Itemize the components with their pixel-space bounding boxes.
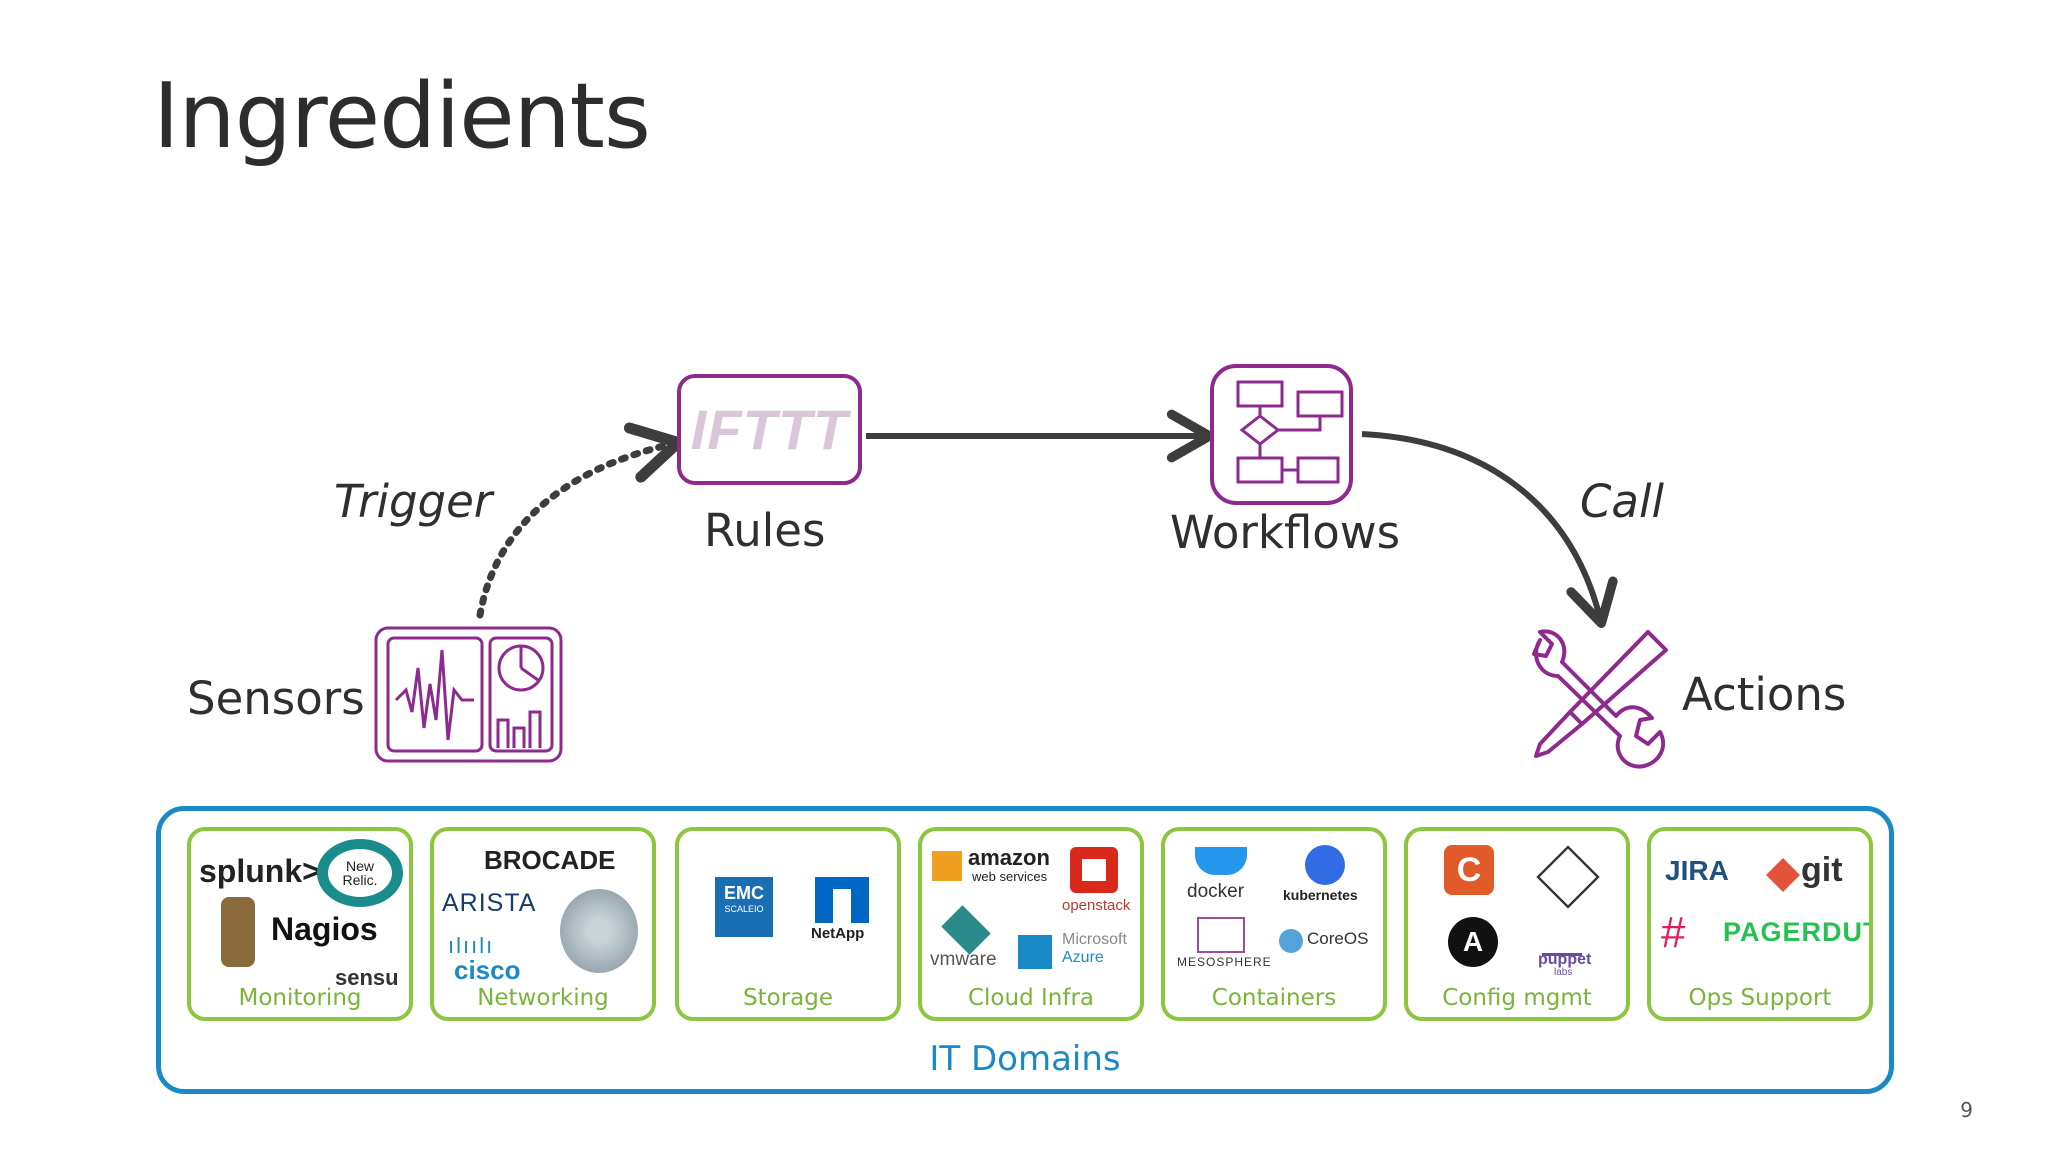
arista-logo: ARISTA — [442, 889, 537, 917]
slack-hash-icon: # — [1661, 908, 1686, 957]
microsoft-logo: Microsoft — [1062, 931, 1127, 948]
config-cube-icon — [1536, 845, 1600, 909]
coreos-icon — [1279, 929, 1303, 953]
it-domains-panel: splunk> New Relic. Nagios sensu Monitori… — [156, 806, 1894, 1094]
it-domains-label: IT Domains — [929, 1039, 1121, 1079]
domain-card-monitoring: splunk> New Relic. Nagios sensu Monitori… — [187, 827, 413, 1021]
docker-logo: docker — [1187, 881, 1245, 902]
ansible-logo: A — [1448, 917, 1498, 967]
domain-card-ops-support: JIRA git # PAGERDUTY Ops Support — [1647, 827, 1873, 1021]
domain-card-cloud-infra: amazon web services openstack vmware Mic… — [918, 827, 1144, 1021]
trigger-label: Trigger — [334, 475, 493, 528]
networking-flower-icon — [560, 889, 638, 973]
puppet-logo: puppet — [1538, 951, 1592, 968]
amazon-logo: amazon — [968, 845, 1050, 870]
jira-logo: JIRA — [1665, 855, 1729, 886]
cisco-logo: cisco — [454, 955, 521, 985]
trigger-arrow — [476, 422, 684, 619]
sensors-label: Sensors — [187, 672, 365, 725]
call-label: Call — [1580, 475, 1665, 528]
domain-title: Storage — [743, 985, 833, 1011]
kubernetes-helm-icon — [1305, 845, 1345, 885]
call-arrow — [1361, 431, 1618, 628]
domain-card-containers: docker kubernetes MESOSPHERE CoreOS Cont… — [1161, 827, 1387, 1021]
splunk-logo: splunk> — [199, 853, 321, 889]
domain-card-config-mgmt: C A puppet labs Config mgmt — [1404, 827, 1630, 1021]
nagios-mascot-icon — [221, 897, 255, 967]
newrelic-logo: New Relic. — [317, 839, 403, 907]
actions-label: Actions — [1682, 668, 1847, 721]
aws-cubes-icon — [932, 851, 962, 881]
azure-logo: Azure — [1062, 949, 1104, 966]
git-logo: git — [1801, 851, 1843, 889]
netapp-logo: NetApp — [811, 925, 865, 942]
puppet-labs-text: labs — [1554, 967, 1573, 978]
rules-label: Rules — [704, 504, 826, 557]
domain-title: Monitoring — [238, 985, 362, 1011]
mesosphere-icon — [1197, 917, 1245, 953]
pagerduty-logo: PAGERDUTY — [1723, 917, 1869, 947]
domain-title: Ops Support — [1688, 985, 1832, 1011]
openstack-logo: openstack — [1062, 897, 1131, 914]
ifttt-logo-text: IFTTT — [690, 398, 849, 461]
mesosphere-logo: MESOSPHERE — [1177, 955, 1272, 969]
page-number: 9 — [1960, 1098, 1973, 1122]
sensu-logo: sensu — [335, 965, 399, 990]
emc-logo: EMC SCALEIO — [715, 877, 773, 937]
workflows-icon — [1210, 364, 1353, 505]
azure-windows-icon — [1018, 935, 1052, 969]
sensors-icon — [374, 626, 563, 763]
domain-card-storage: EMC SCALEIO NetApp Storage — [675, 827, 901, 1021]
openstack-icon — [1070, 847, 1118, 893]
brocade-logo: BROCADE — [484, 845, 616, 875]
vmware-diamond-icon — [941, 905, 991, 955]
coreos-logo: CoreOS — [1307, 929, 1369, 948]
actions-icon — [1532, 629, 1668, 769]
chef-logo: C — [1444, 845, 1494, 895]
domain-title: Networking — [477, 985, 609, 1011]
domain-title: Containers — [1211, 985, 1337, 1011]
netapp-icon — [815, 877, 869, 923]
rules-icon — [677, 374, 862, 485]
slide-title: Ingredients — [153, 64, 651, 169]
domain-title: Cloud Infra — [967, 985, 1095, 1011]
git-diamond-icon — [1766, 858, 1800, 892]
aws-subtitle: web services — [972, 869, 1048, 884]
puppet-flask-icon — [1542, 917, 1582, 956]
kubernetes-logo: kubernetes — [1283, 887, 1358, 903]
vmware-logo: vmware — [930, 949, 997, 970]
docker-whale-icon — [1195, 847, 1247, 875]
nagios-logo: Nagios — [271, 911, 378, 947]
domain-card-networking: BROCADE ARISTA ılıılı cisco Networking — [430, 827, 656, 1021]
cisco-bars-icon: ılıılı — [448, 933, 495, 958]
workflows-label: Workflows — [1170, 506, 1401, 559]
domain-title: Config mgmt — [1442, 985, 1592, 1011]
